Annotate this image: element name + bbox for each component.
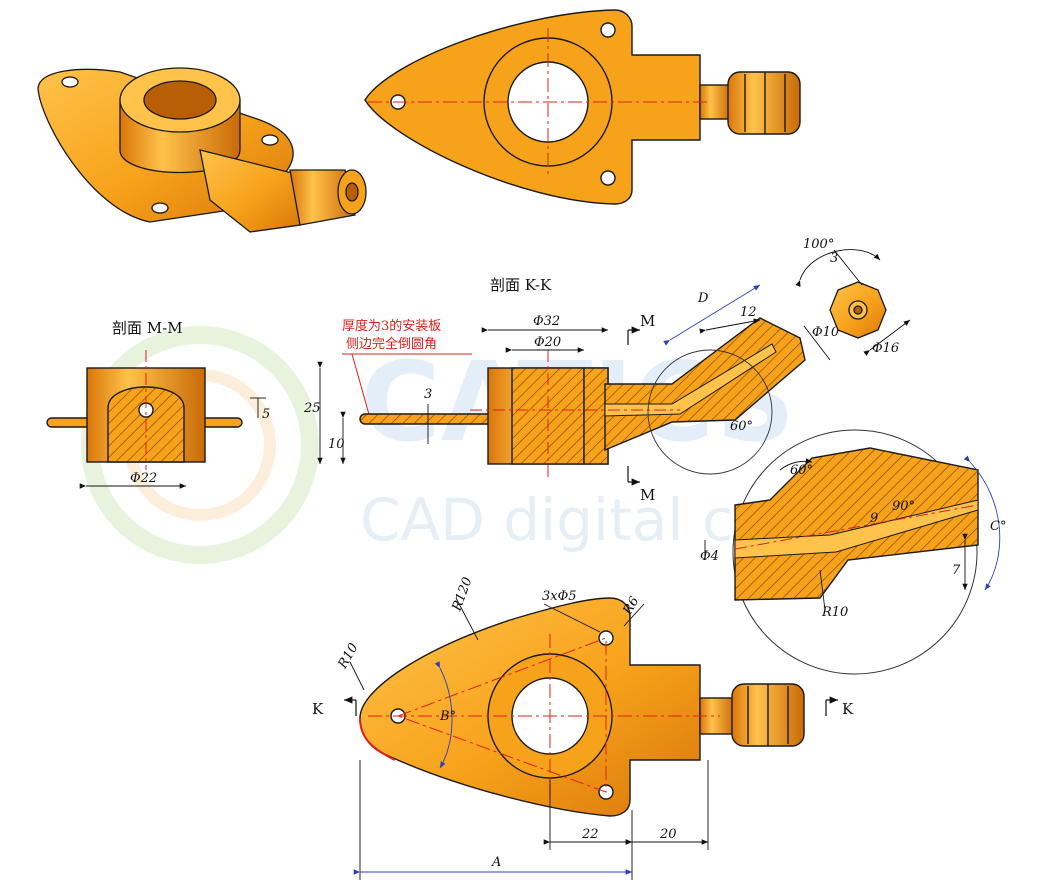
dim-top-20: 20 <box>659 827 677 842</box>
dim-kk-10: 10 <box>328 437 345 452</box>
dim-kk-60: 60° <box>730 419 753 434</box>
section-mm-title: 剖面 M-M <box>112 319 183 337</box>
dim-top-R120: R120 <box>449 575 475 614</box>
top-view-upper <box>364 9 801 205</box>
dim-kk-12: 12 <box>740 305 757 320</box>
dim-det-dia4: Φ4 <box>700 549 719 564</box>
dim-kk-dia20: Φ20 <box>534 335 561 350</box>
dim-kk-D: D <box>697 291 709 306</box>
note-line1: 厚度为3的安装板 <box>342 318 441 334</box>
dim-kk-dia10: Φ10 <box>812 325 839 340</box>
cut-label-m-bottom: M <box>640 486 655 504</box>
cut-label-m-top: M <box>640 312 655 330</box>
section-kk-title: 剖面 K-K <box>490 276 552 294</box>
dim-kk-25: 25 <box>303 401 321 416</box>
dim-mm-5: 5 <box>262 407 270 422</box>
dim-det-9: 9 <box>870 511 878 526</box>
dim-det-C: C° <box>990 519 1006 534</box>
dim-kk-dia32: Φ32 <box>533 314 560 329</box>
kk-dimension-lines <box>317 284 831 464</box>
dim-det-60: 60° <box>790 463 813 478</box>
dim-nut-3: 3 <box>830 251 838 266</box>
cut-mark-m <box>627 326 640 486</box>
nut-detail <box>795 249 911 356</box>
dim-det-R10: R10 <box>821 605 848 620</box>
dim-top-A: A <box>491 855 501 870</box>
dim-top-R10: R10 <box>335 641 362 672</box>
dim-nut-dia16: Φ16 <box>872 341 899 356</box>
dim-top-22: 22 <box>581 827 599 842</box>
dim-mm-diameter: Φ22 <box>130 471 157 486</box>
watermark-subtitle: CAD digital cor <box>360 486 793 554</box>
cut-label-k-right: K <box>842 700 854 718</box>
detail-dimension-lines <box>704 455 1001 611</box>
cut-label-k-left: K <box>312 700 324 718</box>
dim-det-7: 7 <box>952 563 961 578</box>
magnified-detail <box>732 429 979 675</box>
dim-top-3x5: 3xΦ5 <box>542 589 577 604</box>
section-mm <box>46 350 266 489</box>
dim-nut-100: 100° <box>803 237 834 252</box>
plan-view <box>359 597 805 817</box>
isometric-view <box>37 67 367 233</box>
note-line2: 侧边完全倒圆角 <box>346 336 437 352</box>
cut-mark-k <box>344 696 838 716</box>
dim-det-90: 90° <box>892 499 915 514</box>
dim-kk-3: 3 <box>424 387 432 402</box>
note-callout: 厚度为3的安装板 侧边完全倒圆角 <box>342 318 472 419</box>
section-kk <box>359 317 806 480</box>
dim-top-B: B° <box>439 709 456 724</box>
plan-dimension-lines <box>349 597 709 880</box>
